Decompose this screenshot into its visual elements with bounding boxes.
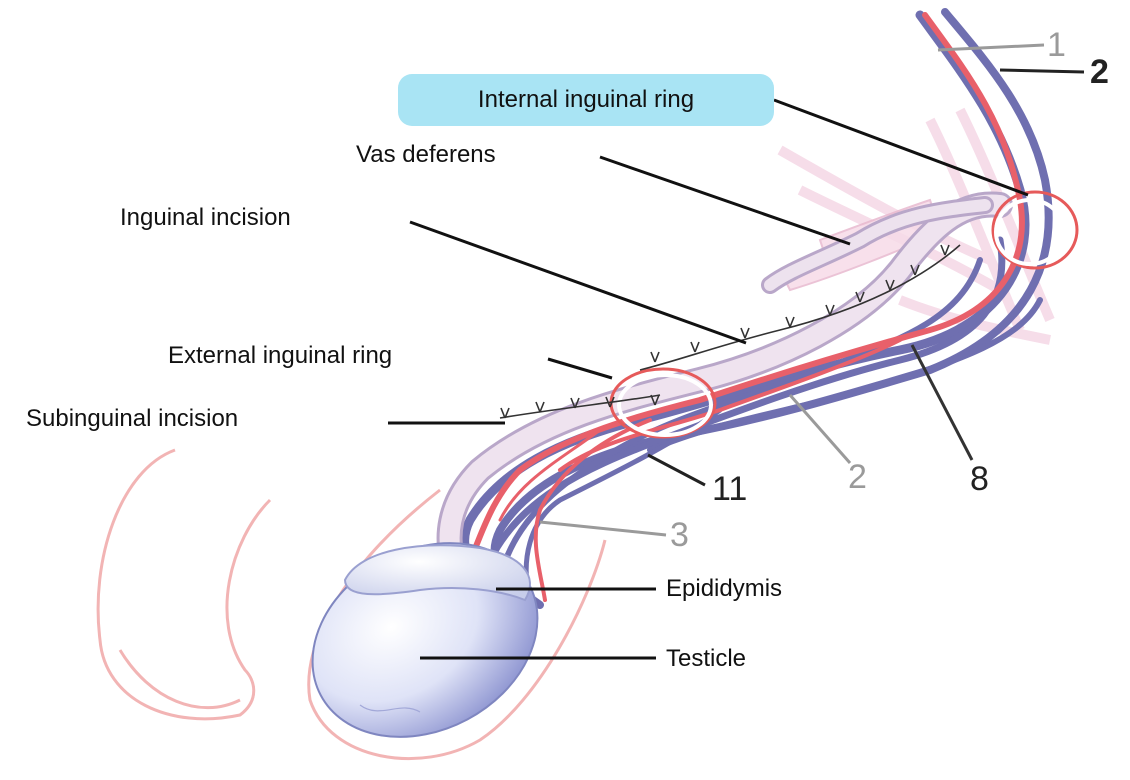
callout-1: 1: [1047, 28, 1066, 62]
label-testicle: Testicle: [666, 647, 746, 671]
callout-3: 3: [670, 518, 689, 552]
callout-2-lower: 2: [848, 460, 867, 494]
callout-2-top: 2: [1090, 55, 1109, 89]
label-subinguinal-incision: Subinguinal incision: [26, 407, 238, 431]
label-epididymis: Epididymis: [666, 577, 782, 601]
label-vas-deferens: Vas deferens: [356, 143, 496, 167]
internal-ring: [993, 192, 1077, 268]
label-internal-inguinal-ring: Internal inguinal ring: [398, 74, 774, 126]
callout-8: 8: [970, 462, 989, 496]
label-inguinal-incision: Inguinal incision: [120, 206, 291, 230]
label-external-inguinal-ring: External inguinal ring: [168, 344, 392, 368]
callout-11: 11: [712, 472, 747, 506]
